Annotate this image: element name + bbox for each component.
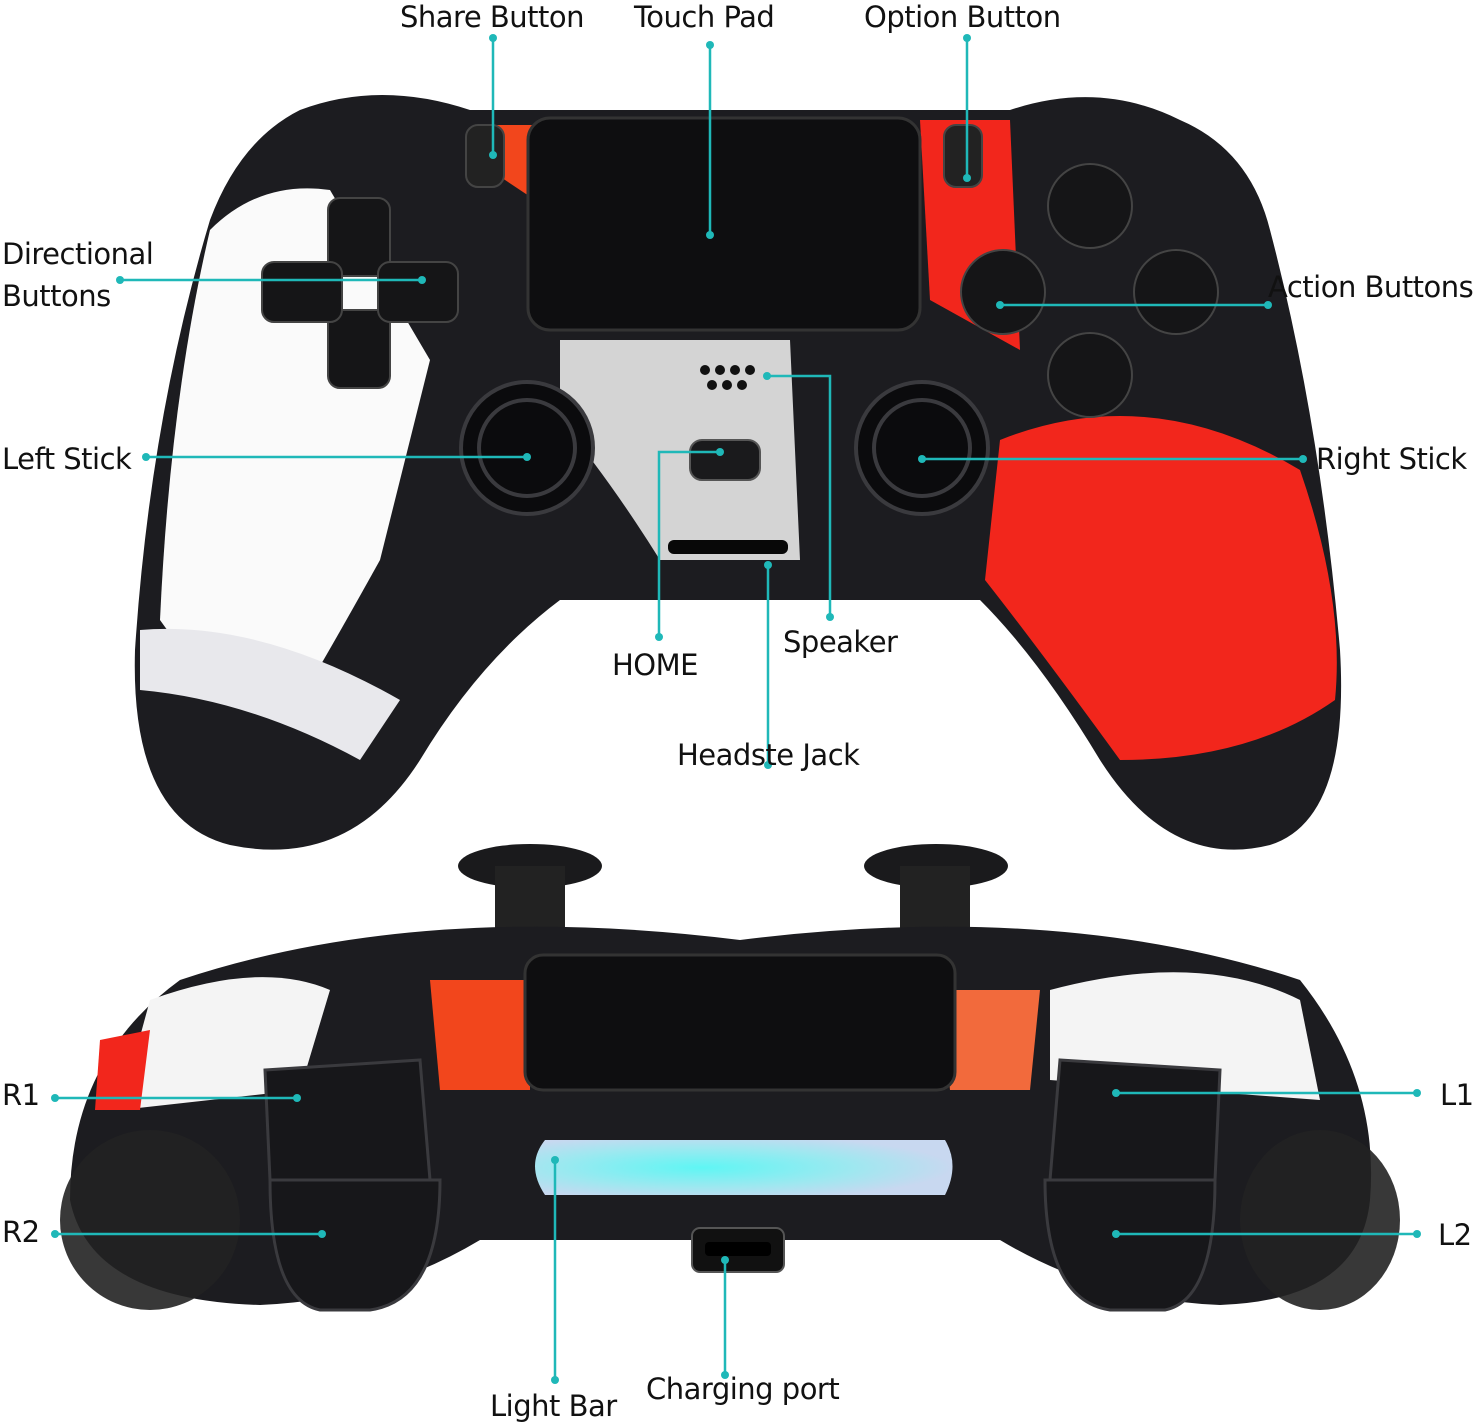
label-l2: L2 (1438, 1218, 1472, 1252)
callout-lines (55, 38, 1417, 1380)
label-r1: R1 (2, 1078, 40, 1112)
label-speaker: Speaker (783, 625, 898, 659)
label-share-button: Share Button (400, 0, 585, 34)
label-option-button: Option Button (864, 0, 1061, 34)
label-r2: R2 (2, 1215, 40, 1249)
label-charging-port: Charging port (646, 1372, 840, 1406)
controller-top-view (134, 95, 1342, 850)
label-light-bar: Light Bar (490, 1389, 617, 1423)
label-touch-pad: Touch Pad (634, 0, 775, 34)
label-home: HOME (612, 648, 698, 682)
callout-dots (51, 34, 1421, 1384)
label-headset-jack: Headste Jack (677, 738, 860, 772)
label-action-buttons: Action Buttons (1268, 270, 1474, 304)
label-l1: L1 (1440, 1078, 1474, 1112)
label-directional-buttons: Directional Buttons (2, 237, 154, 314)
label-left-stick: Left Stick (2, 442, 132, 476)
label-right-stick: Right Stick (1316, 442, 1467, 476)
controller-back-view (60, 844, 1400, 1312)
